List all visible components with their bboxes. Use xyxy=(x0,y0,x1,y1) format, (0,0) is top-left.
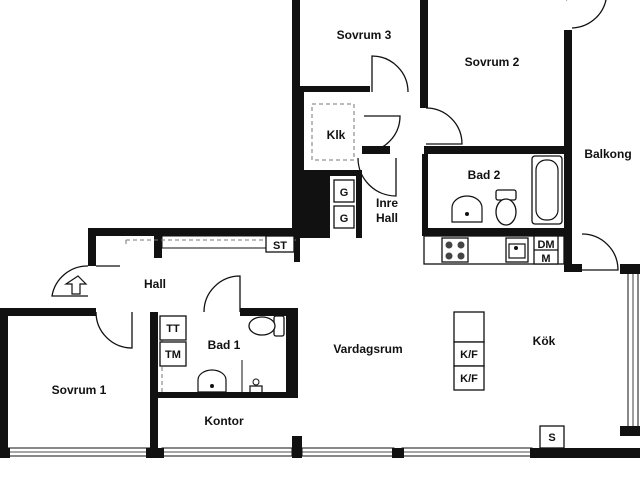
label-bad1: Bad 1 xyxy=(208,338,241,352)
label-tm: TM xyxy=(165,349,181,361)
label-sovrum3: Sovrum 3 xyxy=(337,28,392,42)
door-bad2 xyxy=(357,157,397,197)
toilet-bad1 xyxy=(248,316,276,336)
kitchen-counter xyxy=(423,235,565,265)
label-sovrum1: Sovrum 1 xyxy=(52,383,107,397)
label-inre-hall: Hall xyxy=(376,211,398,225)
label-klk: Klk xyxy=(327,128,346,142)
storage-st xyxy=(265,235,295,253)
door-bad1 xyxy=(203,275,241,313)
utility-boxes xyxy=(265,179,565,449)
label-bad2: Bad 2 xyxy=(468,168,501,182)
label-s: S xyxy=(548,432,555,444)
bad1-fixtures xyxy=(159,315,285,393)
cabinet-g-upper xyxy=(333,179,355,203)
label-kok: Kök xyxy=(533,334,556,348)
label-vardagsrum: Vardagsrum xyxy=(333,342,402,356)
island xyxy=(453,311,485,343)
label-balkong: Balkong xyxy=(584,147,631,161)
label-inre: Inre xyxy=(376,196,398,210)
door-sovrum2 xyxy=(425,107,463,145)
fridge-lower xyxy=(453,365,485,391)
washing-machine xyxy=(159,341,187,367)
label-kf-upper: K/F xyxy=(460,349,478,361)
door-balkong xyxy=(581,233,619,271)
door-entrance xyxy=(51,265,89,297)
label-g-lower: G xyxy=(340,213,349,225)
toilet-bad2 xyxy=(495,198,517,226)
label-sovrum2: Sovrum 2 xyxy=(465,55,520,69)
cabinet-s xyxy=(539,425,565,449)
doors xyxy=(51,0,619,349)
sink-bad2 xyxy=(451,195,483,223)
label-tt: TT xyxy=(166,323,180,335)
room-labels: Sovrum 3 Sovrum 2 Balkong Klk Bad 2 Inre… xyxy=(52,28,632,428)
windows xyxy=(7,235,639,457)
fixture-labels: G G ST DM M TT TM K/F K/F S xyxy=(165,187,556,444)
door-sovrum3 xyxy=(371,55,409,93)
label-st: ST xyxy=(273,240,287,252)
sink-bad1 xyxy=(197,369,227,393)
label-m: M xyxy=(541,253,550,265)
label-hall: Hall xyxy=(144,277,166,291)
walls xyxy=(0,0,640,458)
bad2-fixtures xyxy=(451,155,563,226)
label-kontor: Kontor xyxy=(204,414,244,428)
stove xyxy=(441,237,469,263)
entrance-arrow-icon xyxy=(64,275,88,295)
label-kf-lower: K/F xyxy=(460,373,478,385)
kitchen-island xyxy=(453,311,485,391)
door-sovrum1 xyxy=(95,311,133,349)
bathtub xyxy=(531,155,563,225)
cabinet-g-lower xyxy=(333,205,355,229)
label-g-upper: G xyxy=(340,187,349,199)
door-klk xyxy=(363,115,401,153)
label-dm: DM xyxy=(537,239,554,251)
tumble-dryer xyxy=(159,315,187,341)
